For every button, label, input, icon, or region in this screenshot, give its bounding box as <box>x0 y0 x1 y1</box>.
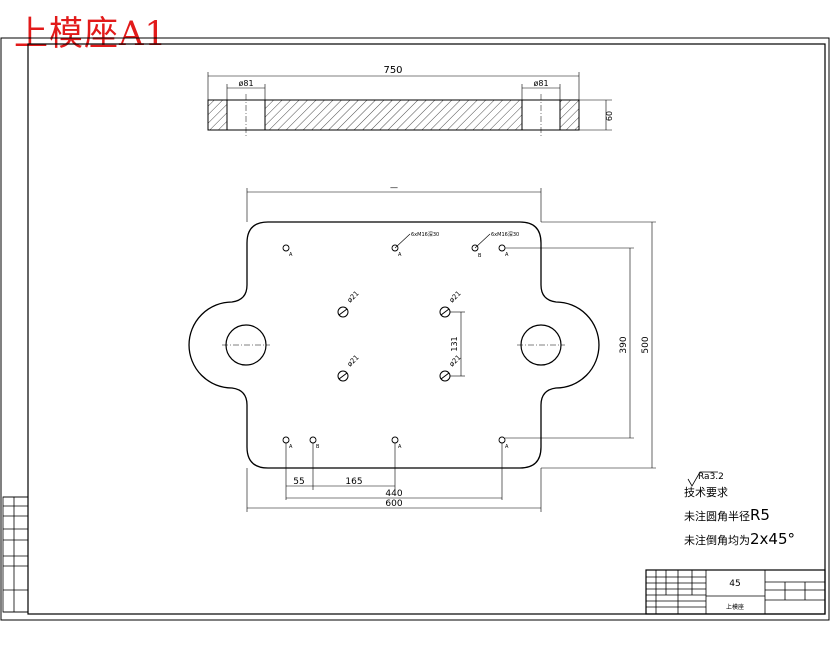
plan-view-dimensions <box>246 188 656 512</box>
hole-label: A <box>398 252 402 258</box>
dim-hole-left: ø81 <box>238 79 253 88</box>
dim-131: 131 <box>450 336 459 351</box>
dim-width-top: — <box>390 183 398 192</box>
guide-bore-right <box>517 324 565 366</box>
dim-500: 500 <box>641 336 651 353</box>
hole-label: A <box>398 444 402 450</box>
leader-note: 6xM16深30 <box>491 231 519 238</box>
dim-hole-dia: ø21 <box>448 353 463 368</box>
hole-label: A <box>289 444 293 450</box>
title-block-material: 45 <box>729 579 740 589</box>
dim-thickness: 60 <box>605 111 614 121</box>
notes-heading: 技术要求 <box>684 486 728 499</box>
hole-label: A <box>505 252 509 258</box>
dim-55: 55 <box>293 477 304 487</box>
hole-label: A <box>289 252 293 258</box>
hole-labels: A A B A A B A A <box>289 252 509 450</box>
plate-outline <box>188 221 600 469</box>
section-view <box>207 94 580 136</box>
roughness-symbol <box>687 471 718 487</box>
note-1-value: R5 <box>750 506 770 524</box>
title-block-part-name: 上模座 <box>726 603 744 611</box>
dim-390: 390 <box>619 336 629 353</box>
leader-note: 6xM16深30 <box>411 231 439 238</box>
dim-hole-dia: ø21 <box>346 353 361 368</box>
dim-hole-right: ø81 <box>533 79 548 88</box>
dim-600: 600 <box>385 499 402 509</box>
dim-hole-dia: ø21 <box>346 289 361 304</box>
note-2-value: 2x45° <box>750 530 796 548</box>
technical-notes: Ra3.2 技术要求 未注圆角半径R5 未注倒角均为2x45° <box>684 472 795 552</box>
inner-frame <box>27 43 826 615</box>
leader-lines <box>394 233 491 249</box>
drawing-title: 上模座A1 <box>14 14 168 54</box>
title-block <box>645 569 826 615</box>
section-view-dimensions <box>207 72 612 131</box>
note-line-1: 未注圆角半径R5 <box>684 504 795 528</box>
dim-hole-dia: ø21 <box>448 289 463 304</box>
small-holes <box>282 244 506 444</box>
guide-bore-left <box>222 324 270 366</box>
screw-holes <box>337 306 451 382</box>
outer-frame <box>0 37 830 621</box>
hole-label: B <box>316 444 320 450</box>
note-2-prefix: 未注倒角均为 <box>684 534 750 547</box>
note-line-2: 未注倒角均为2x45° <box>684 528 795 552</box>
left-revision-strip <box>2 496 29 613</box>
dim-overall-length: 750 <box>383 65 402 76</box>
dim-440: 440 <box>385 489 402 499</box>
dim-165: 165 <box>345 477 362 487</box>
hole-label: A <box>505 444 509 450</box>
hole-label: B <box>478 253 482 259</box>
note-1-prefix: 未注圆角半径 <box>684 510 750 523</box>
roughness-value: Ra3.2 <box>698 472 724 482</box>
